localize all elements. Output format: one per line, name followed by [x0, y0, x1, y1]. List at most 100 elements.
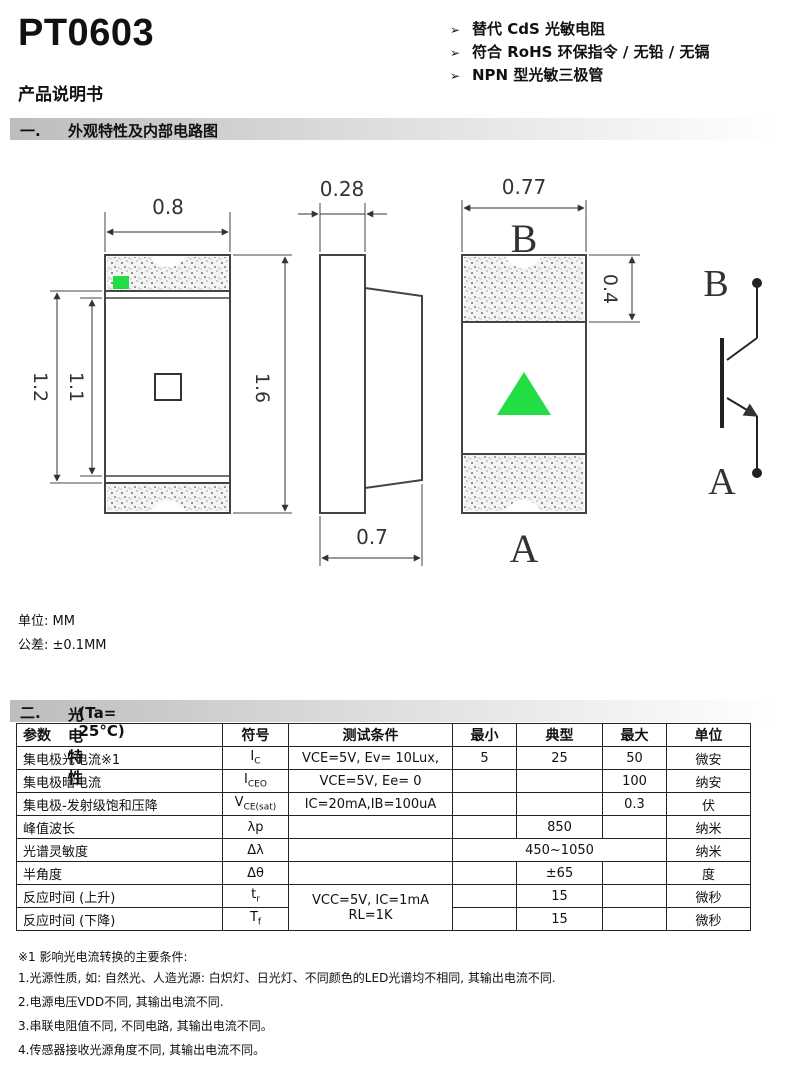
- pin-label-b: B: [511, 216, 538, 261]
- feature-text: 替代 CdS 光敏电阻: [472, 20, 605, 38]
- symbol-text: t: [251, 887, 257, 903]
- symbol-text: V: [234, 795, 244, 811]
- max-cell: 50: [602, 746, 667, 770]
- dim-height-11: 1.1: [65, 372, 87, 402]
- notes: ※1 影响光电流转换的主要条件: 1.光源性质, 如: 自然光、人造光源: 白炽…: [18, 948, 556, 1062]
- side-view: 1.6 0.28 0.7: [233, 177, 423, 566]
- condition-cell: [288, 838, 453, 862]
- unit-cell: 纳米: [666, 838, 751, 862]
- feature-item: ➢ 符合 RoHS 环保指令 / 无铅 / 无镉: [450, 41, 710, 64]
- section-title: 外观特性及内部电路图: [68, 122, 219, 140]
- symbol-subscript: CEO: [247, 779, 267, 790]
- typ-cell: 15: [516, 884, 603, 908]
- column-header: 最小: [452, 723, 517, 747]
- min-cell: [452, 884, 517, 908]
- dim-top-width: 0.8: [152, 195, 184, 219]
- polarity-marker: [113, 276, 129, 289]
- note-item: 2.电源电压VDD不同, 其输出电流不同.: [18, 995, 224, 1009]
- column-header: 单位: [666, 723, 751, 747]
- unit-cell: 纳安: [666, 769, 751, 793]
- symbol-label-b: B: [703, 263, 728, 305]
- pin-label-a: A: [510, 526, 539, 571]
- note-item: 3.串联电阻值不同, 不同电路, 其输出电流不同。: [18, 1019, 273, 1033]
- condition-cell: VCE=5V, Ev= 10Lux,: [288, 746, 453, 770]
- section-title: 光电特性 (Ta= 25°C): [68, 704, 125, 787]
- dim-height-12: 1.2: [29, 372, 51, 402]
- note-item: 1.光源性质, 如: 自然光、人造光源: 白炽灯、日光灯、不同颜色的LED光谱均…: [18, 971, 556, 985]
- symbol-cell: tr: [222, 884, 289, 908]
- symbol-text: T: [249, 910, 258, 926]
- symbol-subscript: C: [254, 756, 261, 767]
- symbol-cell: λp: [222, 815, 289, 839]
- column-header: 测试条件: [288, 723, 453, 747]
- min-cell: [452, 861, 517, 885]
- table-row: 反应时间 (下降) Tf 15 微秒: [16, 907, 751, 931]
- arrow-icon: ➢: [450, 69, 461, 83]
- param-cell: 光谱灵敏度: [16, 838, 223, 862]
- condition-cell: IC=20mA,IB=100uA: [288, 792, 453, 816]
- unit-cell: 微秒: [666, 884, 751, 908]
- feature-text: 符合 RoHS 环保指令 / 无铅 / 无镉: [472, 43, 710, 61]
- typ-cell: ±65: [516, 861, 603, 885]
- symbol-cell: Δλ: [222, 838, 289, 862]
- phototransistor-symbol: B A: [703, 263, 762, 503]
- typ-cell: 15: [516, 907, 603, 931]
- min-cell: [452, 907, 517, 931]
- max-cell: [602, 861, 667, 885]
- param-cell: 反应时间 (上升): [16, 884, 223, 908]
- arrow-icon: ➢: [450, 46, 461, 60]
- column-header: 参数: [16, 723, 223, 747]
- condition-cell: [288, 861, 453, 885]
- dim-pad-height: 0.4: [599, 274, 621, 304]
- column-header: 典型: [516, 723, 603, 747]
- symbol-cell: ICEO: [222, 769, 289, 793]
- max-cell: [602, 907, 667, 931]
- condition-cell: VCE=5V, Ee= 0: [288, 769, 453, 793]
- package-drawing: 0.8 1.2 1.1 1.6 0.28 0.7: [29, 175, 762, 571]
- param-cell: 集电极光电流※1: [16, 746, 223, 770]
- unit-cell: 伏: [666, 792, 751, 816]
- bottom-view: 0.77 B A 0.4: [461, 175, 640, 571]
- max-cell: 100: [602, 769, 667, 793]
- typ-cell: [516, 769, 603, 793]
- note-heading: ※1 影响光电流转换的主要条件:: [18, 950, 188, 964]
- symbol-cell: VCE(sat): [222, 792, 289, 816]
- arrow-icon: ➢: [450, 23, 461, 37]
- feature-list: ➢ 替代 CdS 光敏电阻 ➢ 符合 RoHS 环保指令 / 无铅 / 无镉 ➢ NP…: [450, 18, 710, 87]
- dim-base-width: 0.7: [356, 525, 388, 549]
- unit-cell: 微秒: [666, 907, 751, 931]
- symbol-text: I: [244, 772, 248, 788]
- section-number: 一.: [20, 122, 41, 140]
- param-cell: 集电极暗电流: [16, 769, 223, 793]
- symbol-subscript: f: [257, 917, 262, 928]
- param-cell: 反应时间 (下降): [16, 907, 223, 931]
- condition-cell: [288, 815, 453, 839]
- section-header-optical: 二. 光电特性 (Ta= 25°C): [10, 700, 780, 787]
- dim-side-width: 0.28: [320, 177, 365, 201]
- column-header: 最大: [602, 723, 667, 747]
- direction-triangle: [497, 372, 551, 415]
- unit-cell: 微安: [666, 746, 751, 770]
- symbol-label-a: A: [708, 461, 736, 503]
- feature-text: NPN 型光敏三极管: [472, 66, 604, 84]
- max-cell: [602, 884, 667, 908]
- symbol-cell: IC: [222, 746, 289, 770]
- symbol-text: Δλ: [247, 842, 264, 858]
- max-cell: [602, 815, 667, 839]
- unit-cell: 度: [666, 861, 751, 885]
- min-cell: [452, 769, 517, 793]
- symbol-subscript: CE(sat): [243, 802, 277, 813]
- symbol-text: Δθ: [247, 865, 264, 881]
- top-view: 0.8 1.2 1.1: [29, 195, 231, 514]
- column-header: 符号: [222, 723, 289, 747]
- typ-cell: 450~1050: [452, 838, 667, 862]
- dim-bottom-width: 0.77: [502, 175, 547, 199]
